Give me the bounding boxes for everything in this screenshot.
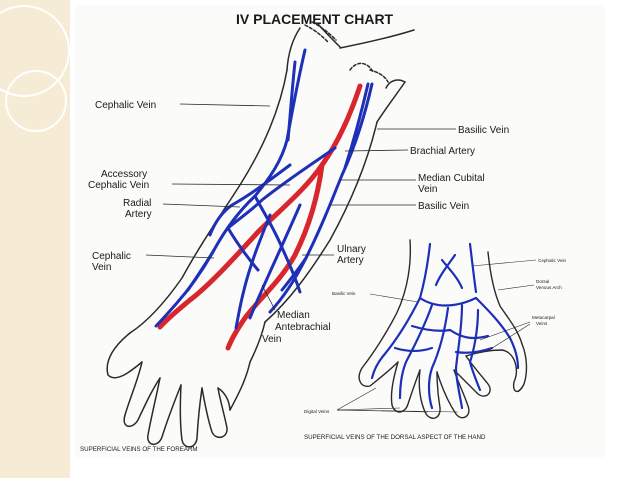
label-hand-cephalic-vein: Cephalic Vein — [538, 258, 567, 263]
forearm-leader-lines — [145, 103, 456, 311]
label-ulnary-artery-1: Ulnary — [337, 244, 366, 255]
label-accessory-cephalic-1: Accessory — [101, 169, 147, 180]
label-metacarpal-2: Veins — [536, 321, 548, 326]
forearm-arteries — [157, 83, 363, 351]
label-radial-artery-2: Artery — [125, 209, 152, 220]
label-dorsal-arch-1: Dorsal — [536, 279, 549, 284]
forearm-veins — [154, 48, 374, 330]
label-brachial-artery: Brachial Artery — [410, 146, 475, 157]
label-digital-veins: Digital Veins — [304, 409, 330, 414]
label-cephalic-vein-lower-1: Cephalic — [92, 251, 131, 262]
hand-outline — [358, 239, 528, 419]
label-cephalic-vein-lower-2: Vein — [92, 262, 111, 273]
decorative-ring — [5, 70, 67, 132]
label-dorsal-arch-2: Venous Arch — [536, 285, 562, 290]
label-median-antebrachial-3: Vein — [262, 334, 281, 345]
hand-veins — [370, 242, 520, 410]
caption-hand: SUPERFICIAL VEINS OF THE DORSAL ASPECT O… — [304, 434, 486, 441]
iv-placement-chart: IV PLACEMENT CHART — [75, 5, 605, 458]
label-basilic-vein-upper: Basilic Vein — [458, 125, 509, 136]
label-basilic-vein-lower: Basilic Vein — [418, 201, 469, 212]
hand-leader-lines — [336, 259, 537, 413]
forearm-labels: Cephalic Vein Accessory Cephalic Vein Ra… — [88, 100, 509, 345]
chart-title: IV PLACEMENT CHART — [236, 11, 394, 27]
label-median-cubital-2: Vein — [418, 184, 437, 195]
label-cephalic-vein-upper: Cephalic Vein — [95, 100, 156, 111]
label-median-antebrachial-2: Antebrachial — [275, 322, 331, 333]
caption-forearm: SUPERFICIAL VEINS OF THE FOREARM — [80, 446, 198, 453]
chart-drawing: IV PLACEMENT CHART — [80, 11, 567, 453]
label-ulnary-artery-2: Artery — [337, 255, 364, 266]
label-metacarpal-1: Metacarpal — [532, 315, 555, 320]
label-median-antebrachial-1: Median — [277, 310, 310, 321]
label-median-cubital-1: Median Cubital — [418, 173, 485, 184]
label-hand-basilic-vein: Basilic Vein — [332, 291, 356, 296]
label-radial-artery-1: Radial — [123, 198, 151, 209]
decorative-side-panel — [0, 0, 70, 478]
label-accessory-cephalic-2: Cephalic Vein — [88, 180, 149, 191]
hand-labels: Cephalic Vein Dorsal Venous Arch Basilic… — [304, 258, 567, 414]
